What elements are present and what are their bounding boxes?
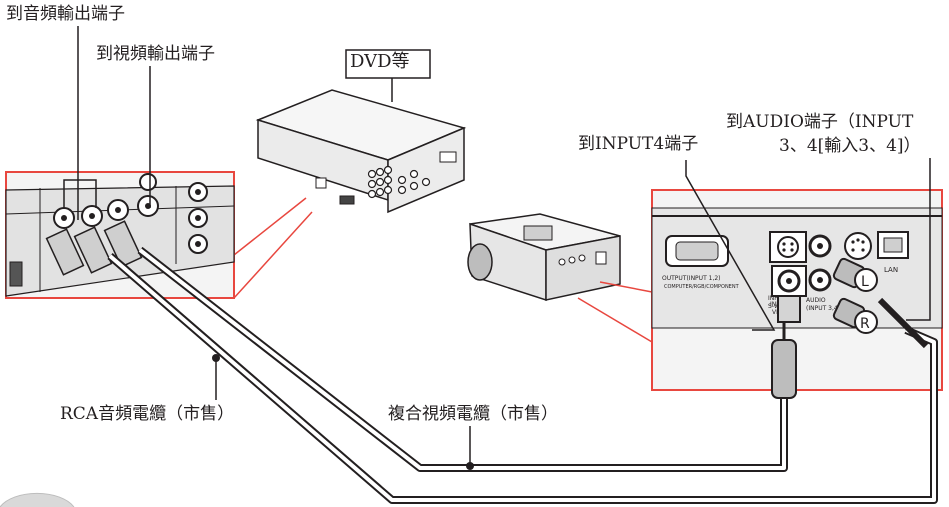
audio-panel-label-2: (INPUT 3,4): [806, 305, 840, 312]
page-corner-circle: [0, 492, 75, 507]
rca-audio-cable: [107, 252, 938, 504]
audio-output-label: 到音頻輸出端子: [6, 4, 125, 24]
composite-cable-label: 複合視頻電纜（市售）: [388, 404, 558, 424]
audio-input-label-line1: 到AUDIO端子（INPUT: [726, 112, 914, 132]
audio-input-label-line2: 3、4[輸入3、4]）: [779, 136, 921, 156]
plug-right-label: R: [860, 316, 870, 332]
dvd-rear-zoom: [5, 171, 313, 299]
plug-left-label: L: [861, 274, 869, 290]
input4-label: 到INPUT4端子: [578, 134, 699, 154]
dvd-label: DVD等: [350, 51, 410, 72]
projector-label-leaders: [685, 158, 931, 331]
output-port-label-1: OUTPUT(INPUT 1,2): [662, 275, 721, 282]
rca-cable-label: RCA音頻電纜（市售）: [60, 404, 235, 424]
video-output-label: 到視頻輸出端子: [96, 44, 215, 64]
projector: [467, 213, 621, 302]
output-port-label-2: COMPUTER/RGB/COMPONENT: [664, 284, 740, 290]
audio-panel-label-1: AUDIO: [806, 297, 826, 304]
projector-rear-zoom: OUTPUT(INPUT 1,2) COMPUTER/RGB/COMPONENT…: [651, 189, 943, 391]
dvd-player: [255, 49, 467, 214]
dvd-label-leaders: [63, 26, 151, 220]
lan-label: LAN: [884, 266, 898, 274]
composite-video-cable: [137, 246, 797, 472]
